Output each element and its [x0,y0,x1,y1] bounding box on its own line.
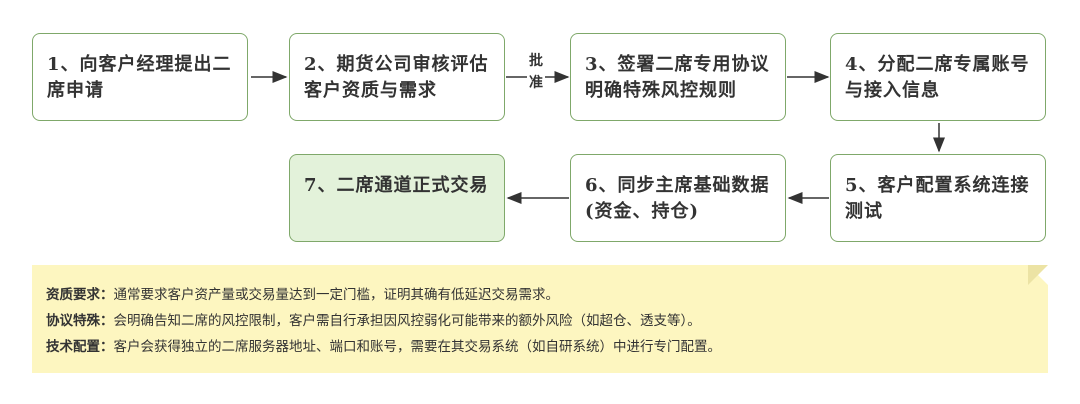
notes-panel: 资质要求：通常要求客户资产量或交易量达到一定门槛，证明其确有低延迟交易需求。 协… [32,265,1048,373]
step-4: 4、分配二席专属账号与接入信息 [830,33,1046,121]
step-5: 5、客户配置系统连接测试 [830,154,1046,242]
step-6: 6、同步主席基础数据(资金、持仓) [570,154,786,242]
flow-arrows [251,71,945,204]
step-1: 1、向客户经理提出二席申请 [32,33,248,121]
note-fold-corner [1028,265,1048,285]
step-2: 2、期货公司审核评估客户资质与需求 [289,33,505,121]
note-line: 技术配置：客户会获得独立的二席服务器地址、端口和账号，需要在其交易系统（如自研系… [46,339,721,355]
step-7: 7、二席通道正式交易 [289,154,505,242]
step-3: 3、签署二席专用协议明确特殊风控规则 [570,33,786,121]
note-line: 资质要求：通常要求客户资产量或交易量达到一定门槛，证明其确有低延迟交易需求。 [46,287,559,303]
note-line: 协议特殊：会明确告知二席的风控限制，客户需自行承担因风控弱化可能带来的额外风险（… [46,313,701,329]
edge-label-approve: 批准 [527,50,545,94]
